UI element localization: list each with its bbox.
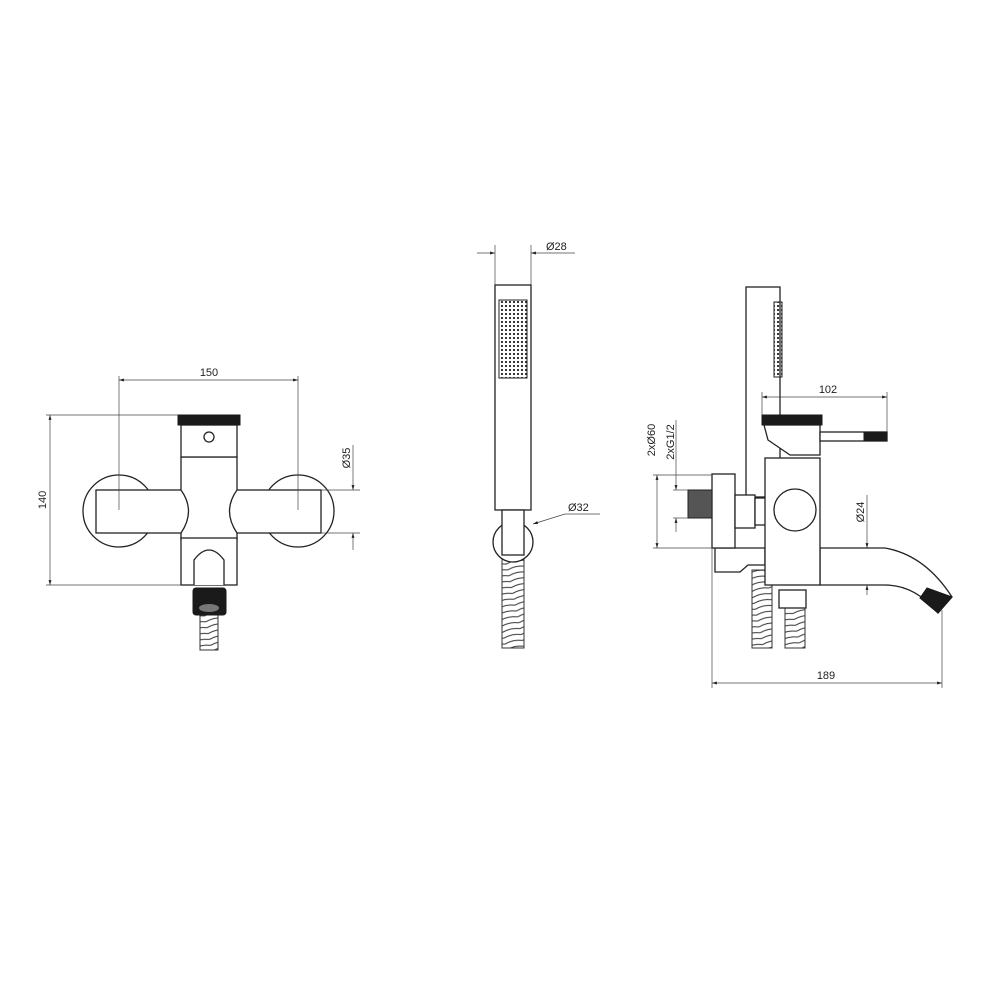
bracket xyxy=(714,547,766,573)
spray-face xyxy=(498,299,528,379)
cartridge-cap xyxy=(177,414,241,426)
flange-label: 2xØ60 xyxy=(646,424,658,456)
cartridge-housing xyxy=(180,424,238,458)
hose-nut xyxy=(778,589,807,609)
diverter-knob xyxy=(773,488,817,532)
mixer-body xyxy=(180,456,238,541)
side-spray-strip xyxy=(773,301,783,378)
holder-label: Ø32 xyxy=(568,502,589,514)
lever-label: 102 xyxy=(819,384,837,396)
indicator-hole xyxy=(203,431,215,443)
width-label: 150 xyxy=(200,367,218,379)
head-label: Ø28 xyxy=(546,241,567,253)
left-lever xyxy=(95,489,197,534)
height-label: 140 xyxy=(37,491,49,509)
hose xyxy=(199,614,219,651)
hex-nut xyxy=(734,494,756,529)
hand-shower-neck xyxy=(501,509,525,556)
side-cap xyxy=(761,414,823,426)
front-view: 150 140 Ø35 xyxy=(37,367,360,651)
shower-hose xyxy=(501,554,525,649)
side-hose-left xyxy=(751,569,773,649)
right-lever xyxy=(221,489,322,534)
depth-label: 189 xyxy=(817,670,835,682)
side-hose-right xyxy=(784,604,806,649)
lever-tip xyxy=(863,431,888,442)
threaded-connector xyxy=(687,489,713,519)
thread-label: 2xG1/2 xyxy=(665,424,677,459)
wall-flange xyxy=(711,473,736,549)
spout-aerator xyxy=(919,587,953,614)
rosette-label: Ø35 xyxy=(341,448,353,469)
connector-face xyxy=(199,604,219,612)
side-view: 102 2xØ60 2xG1/2 Ø24 189 xyxy=(646,286,953,688)
spout-label: Ø24 xyxy=(855,502,867,523)
hand-shower-view: Ø28 Ø32 xyxy=(477,241,600,649)
outlet xyxy=(193,549,225,585)
